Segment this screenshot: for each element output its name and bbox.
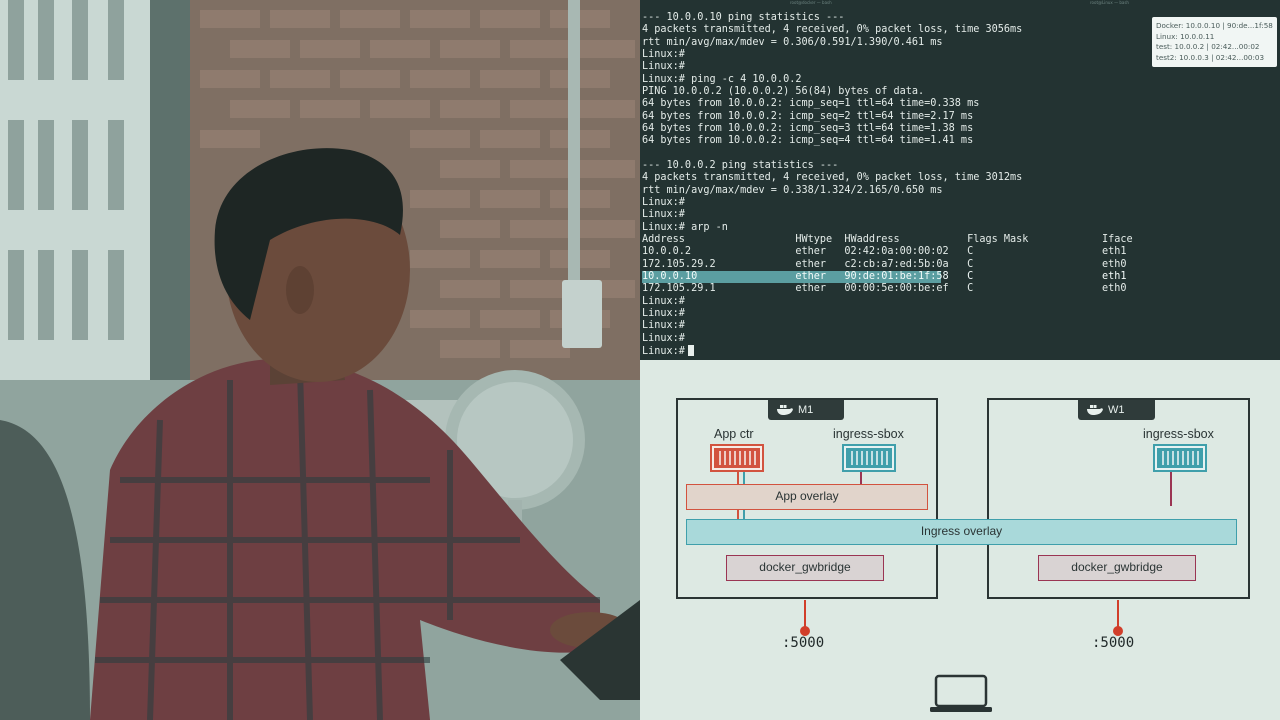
node-m1 — [676, 398, 938, 599]
ingress-sbox-w1 — [1153, 444, 1207, 472]
terminal-line: --- 10.0.0.2 ping statistics --- — [642, 159, 839, 171]
terminal-line: 64 bytes from 10.0.0.2: icmp_seq=3 ttl=6… — [642, 122, 974, 134]
ingress-sbox-w1-link — [1170, 470, 1172, 506]
terminal-line: 4 packets transmitted, 4 received, 0% pa… — [642, 24, 1023, 36]
node-w1-name: W1 — [1108, 404, 1125, 416]
terminal-cursor — [687, 344, 694, 356]
terminal-line: Linux:# — [642, 332, 685, 344]
terminal-line: Linux:# — [642, 307, 685, 319]
host-note-line: test: 10.0.0.2 | 02:42...00:02 — [1156, 42, 1260, 51]
terminal-line: 64 bytes from 10.0.0.2: icmp_seq=1 ttl=6… — [642, 98, 980, 110]
terminal-line: 10.0.0.10 ether 90:de:01:be:1f:58 C eth1 — [642, 270, 1127, 284]
terminal-line: 64 bytes from 10.0.0.2: icmp_seq=4 ttl=6… — [642, 135, 974, 147]
node-m1-tag: M1 — [768, 400, 844, 420]
docker-whale-icon — [777, 405, 793, 415]
port-dot-m1 — [800, 626, 810, 636]
terminal-line: Address HWtype HWaddress Flags Mask Ifac… — [642, 233, 1133, 245]
node-m1-name: M1 — [798, 404, 814, 416]
terminal-tab-bar: root@docker — bash root@Linux — bash — [640, 0, 1280, 8]
port-dot-w1 — [1113, 626, 1123, 636]
terminal-line: Linux:# — [642, 48, 685, 60]
terminal-line: Linux:# — [642, 61, 685, 73]
terminal-line: PING 10.0.0.2 (10.0.0.2) 56(84) bytes of… — [642, 85, 925, 97]
node-w1-tag: W1 — [1078, 400, 1155, 420]
port-line-w1 — [1117, 600, 1119, 630]
terminal-line: Linux:# arp -n — [642, 221, 728, 233]
terminal-line: Linux:# — [642, 209, 685, 221]
host-address-note: Docker: 10.0.0.10 | 90:de...1f:58 Linux:… — [1152, 17, 1277, 67]
port-label-w1: :5000 — [1092, 635, 1135, 651]
ingress-overlay-network: Ingress overlay — [686, 519, 1237, 545]
host-note-line: Docker: 10.0.0.10 | 90:de...1f:58 — [1156, 21, 1273, 30]
network-diagram: M1 W1 App ctr ingress-sbox ingress-sbox — [640, 360, 1280, 720]
presenter-photo — [0, 0, 640, 720]
terminal-line: rtt min/avg/max/mdev = 0.338/1.324/2.165… — [642, 184, 943, 196]
container-icon — [846, 448, 892, 468]
terminal-line: 64 bytes from 10.0.0.2: icmp_seq=2 ttl=6… — [642, 110, 974, 122]
container-icon — [714, 448, 760, 468]
app-ctr-label: App ctr — [714, 427, 754, 441]
app-container — [710, 444, 764, 472]
terminal-line: Linux:# — [642, 196, 685, 208]
presenter-illustration — [0, 0, 640, 720]
terminal-line: Linux:# ping -c 4 10.0.0.2 — [642, 73, 802, 85]
terminal-line: 4 packets transmitted, 4 received, 0% pa… — [642, 172, 1023, 184]
terminal-tab-docker[interactable]: root@docker — bash — [790, 0, 832, 5]
ingress-sbox-label-w1: ingress-sbox — [1143, 427, 1214, 441]
app-overlay-network: App overlay — [686, 484, 928, 510]
port-label-m1: :5000 — [782, 635, 825, 651]
host-note-line: Linux: 10.0.0.11 — [1156, 31, 1215, 41]
port-line-m1 — [804, 600, 806, 630]
terminal-line: --- 10.0.0.10 ping statistics --- — [642, 12, 845, 23]
terminal-line — [642, 148, 1133, 160]
docker-gwbridge-m1: docker_gwbridge — [726, 555, 884, 581]
terminal-line: Linux:# — [642, 344, 1133, 357]
terminal-line: 172.105.29.2 ether c2:cb:a7:ed:5b:0a C e… — [642, 258, 1127, 270]
node-w1 — [987, 398, 1250, 599]
terminal-output[interactable]: --- 10.0.0.10 ping statistics ---4 packe… — [642, 12, 1133, 357]
terminal-line: rtt min/avg/max/mdev = 0.306/0.591/1.390… — [642, 36, 943, 48]
terminal-line: 172.105.29.1 ether 00:00:5e:00:be:ef C e… — [642, 283, 1127, 295]
docker-whale-icon — [1087, 405, 1103, 415]
terminal-line: Linux:# — [642, 295, 685, 307]
container-icon — [1157, 448, 1203, 468]
host-note-line: test2: 10.0.0.3 | 02:42...00:03 — [1156, 52, 1265, 62]
docker-gwbridge-w1: docker_gwbridge — [1038, 555, 1196, 581]
ingress-sbox-m1 — [842, 444, 896, 472]
terminal-line: Linux:# — [642, 320, 685, 332]
ingress-sbox-label-m1: ingress-sbox — [833, 427, 904, 441]
terminal-line: 10.0.0.2 ether 02:42:0a:00:00:02 C eth1 — [642, 246, 1127, 258]
terminal-tab-linux[interactable]: root@Linux — bash — [1090, 0, 1129, 5]
laptop-icon — [930, 674, 992, 712]
